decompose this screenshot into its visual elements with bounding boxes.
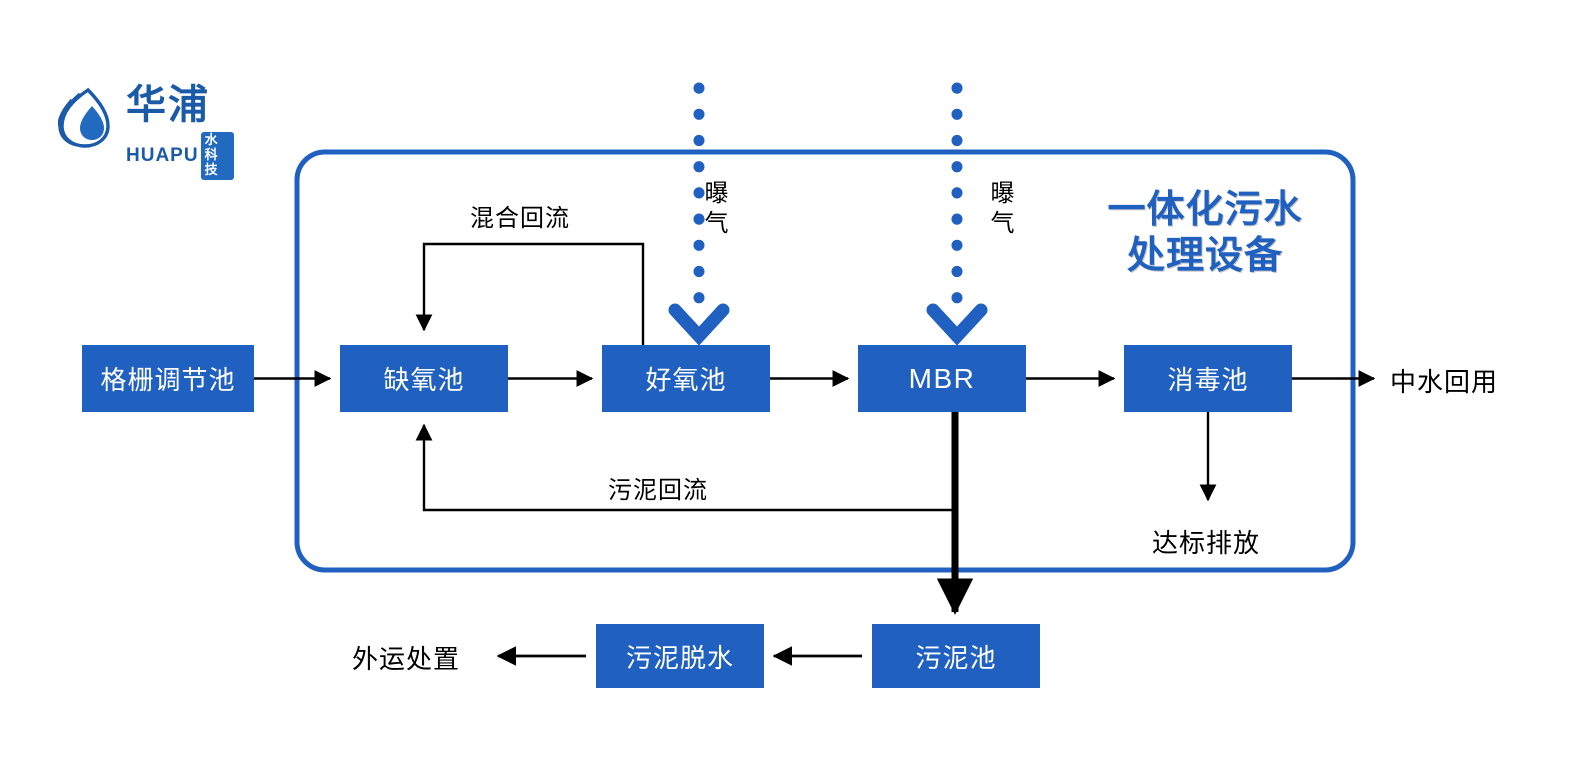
edge-label-sludge-return: 污泥回流 — [608, 476, 708, 504]
unit-title-line1: 一体化污水 — [1107, 187, 1303, 231]
terminal-reclaimed-water-reuse: 中水回用 — [1390, 368, 1499, 398]
aeration-chevron-icon — [668, 303, 730, 346]
brand-name-latin: HUAPU — [126, 145, 199, 166]
unit-title: 一体化污水 处理设备 — [1090, 186, 1320, 278]
aeration-chevron-icon — [926, 303, 988, 346]
water-drop-waves-icon — [58, 87, 110, 148]
terminal-compliant-discharge: 达标排放 — [1152, 529, 1261, 559]
flow-sludge-return — [415, 423, 955, 512]
flow-mixed-reflux — [415, 242, 645, 345]
unit-boundary — [294, 149, 1356, 573]
brand-logo: 华浦 HUAPU 水科技 — [58, 82, 234, 180]
brand-name-cn: 华浦 — [126, 82, 210, 128]
brand-subtitle: HUAPU 水科技 — [126, 132, 234, 180]
node-sludge-pool[interactable]: 污泥池 — [872, 624, 1040, 688]
aeration-label-mbr: 曝 气 — [990, 179, 1016, 237]
brand-tagline: 水科技 — [200, 132, 234, 180]
node-disinfection-tank[interactable]: 消毒池 — [1124, 345, 1292, 412]
node-anoxic-tank[interactable]: 缺氧池 — [340, 345, 508, 412]
unit-title-line2: 处理设备 — [1126, 233, 1283, 277]
aeration-label-aerobic: 曝 气 — [704, 179, 730, 237]
edge-label-mixed-reflux: 混合回流 — [470, 204, 570, 232]
aeration-aerobic — [668, 82, 730, 346]
node-grille[interactable]: 格栅调节池 — [82, 345, 254, 412]
node-aerobic-tank[interactable]: 好氧池 — [602, 345, 770, 412]
terminal-haul-away-disposal: 外运处置 — [352, 645, 461, 675]
aeration-mbr — [926, 82, 988, 346]
node-sludge-dewatering[interactable]: 污泥脱水 — [596, 624, 764, 688]
node-mbr[interactable]: MBR — [858, 345, 1026, 412]
